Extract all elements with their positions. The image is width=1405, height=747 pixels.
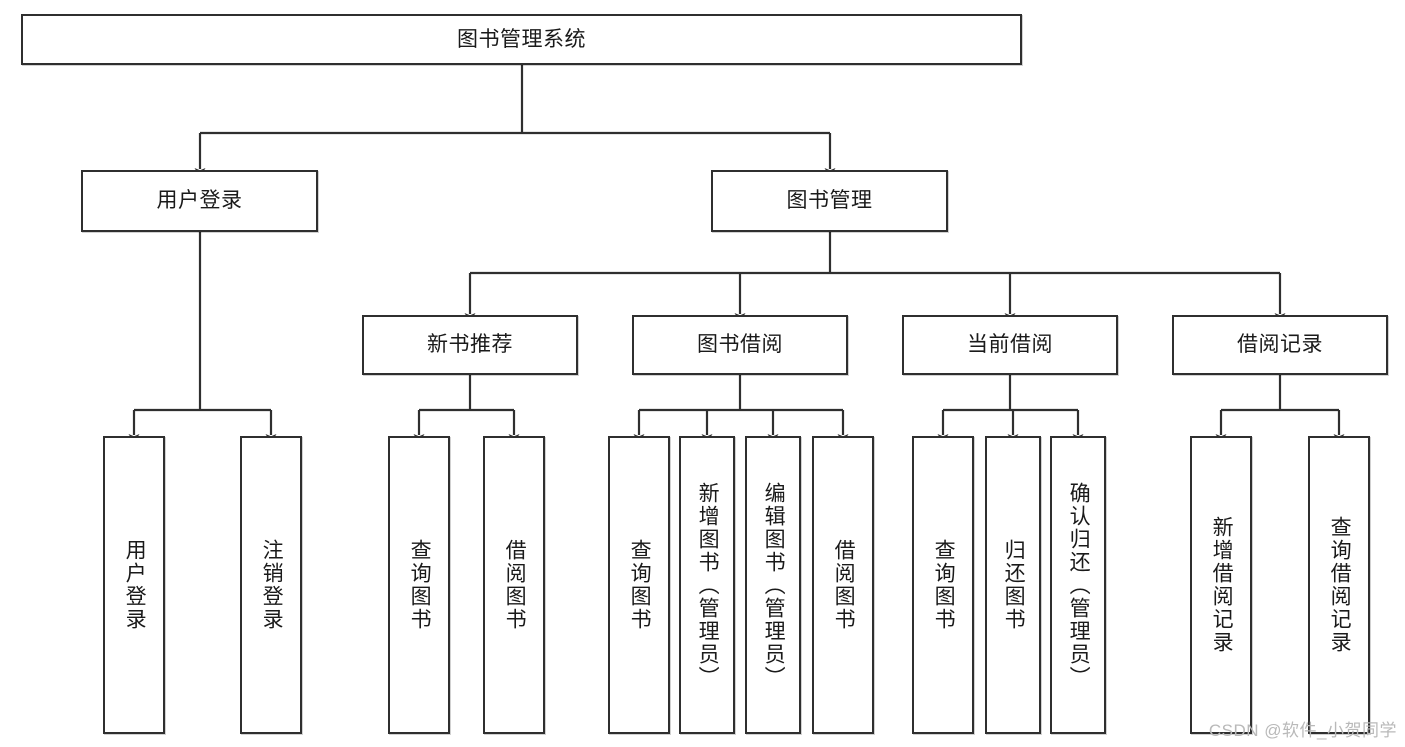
node-l7[interactable]: 编辑图书（管理员） xyxy=(745,436,801,734)
node-label: 注销登录 xyxy=(260,539,284,631)
node-l1[interactable]: 用户登录 xyxy=(103,436,165,734)
node-bookmgmt[interactable]: 图书管理 xyxy=(711,170,948,232)
node-borrow[interactable]: 图书借阅 xyxy=(632,315,848,375)
node-label: 借阅图书 xyxy=(503,539,527,631)
node-label: 查询图书 xyxy=(932,539,956,631)
node-l13[interactable]: 查询借阅记录 xyxy=(1308,436,1370,734)
node-l2[interactable]: 注销登录 xyxy=(240,436,302,734)
node-login[interactable]: 用户登录 xyxy=(81,170,318,232)
node-l12[interactable]: 新增借阅记录 xyxy=(1190,436,1252,734)
node-newbook[interactable]: 新书推荐 xyxy=(362,315,578,375)
node-l6[interactable]: 新增图书（管理员） xyxy=(679,436,735,734)
node-l8[interactable]: 借阅图书 xyxy=(812,436,874,734)
node-label: 用户登录 xyxy=(123,539,147,631)
node-label: 查询借阅记录 xyxy=(1328,516,1352,654)
node-label: 查询图书 xyxy=(628,539,652,631)
node-l3[interactable]: 查询图书 xyxy=(388,436,450,734)
node-label: 用户登录 xyxy=(156,189,243,213)
node-label: 图书管理系统 xyxy=(457,27,586,51)
node-label: 借阅记录 xyxy=(1237,333,1323,357)
node-label: 新增借阅记录 xyxy=(1210,516,1234,654)
node-label: 当前借阅 xyxy=(967,333,1053,357)
node-records[interactable]: 借阅记录 xyxy=(1172,315,1388,375)
node-l10[interactable]: 归还图书 xyxy=(985,436,1041,734)
node-l4[interactable]: 借阅图书 xyxy=(483,436,545,734)
watermark: CSDN @软件_小贺同学 xyxy=(1208,721,1397,740)
node-current[interactable]: 当前借阅 xyxy=(902,315,1118,375)
node-label: 归还图书 xyxy=(1002,539,1026,631)
node-label: 查询图书 xyxy=(408,539,432,631)
node-l5[interactable]: 查询图书 xyxy=(608,436,670,734)
node-root[interactable]: 图书管理系统 xyxy=(21,14,1022,65)
node-l11[interactable]: 确认归还（管理员） xyxy=(1050,436,1106,734)
node-label: 新增图书（管理员） xyxy=(696,481,720,689)
node-label: 借阅图书 xyxy=(832,539,856,631)
node-label: 编辑图书（管理员） xyxy=(762,481,786,689)
node-l9[interactable]: 查询图书 xyxy=(912,436,974,734)
node-label: 确认归还（管理员） xyxy=(1067,481,1091,689)
node-label: 图书管理 xyxy=(786,189,873,213)
node-label: 新书推荐 xyxy=(427,333,513,357)
node-label: 图书借阅 xyxy=(697,333,783,357)
